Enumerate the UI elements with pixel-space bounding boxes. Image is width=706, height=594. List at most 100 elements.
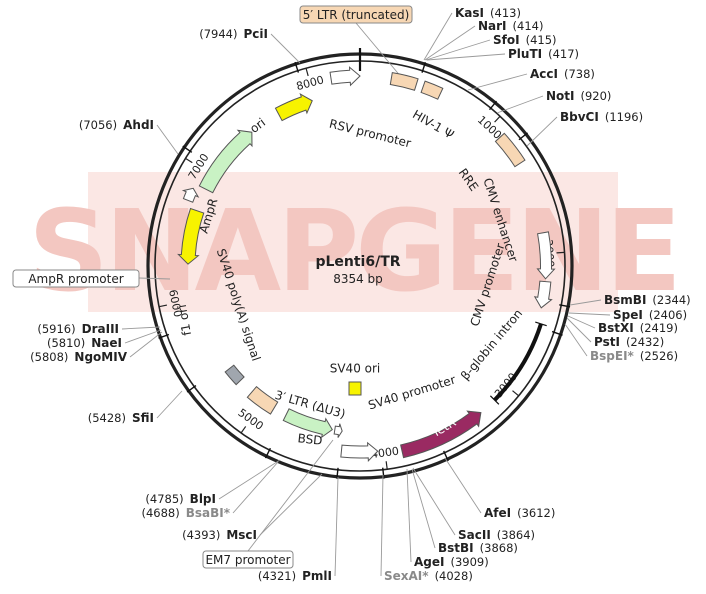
site-leader <box>218 459 281 500</box>
feature-f1ori <box>177 207 205 265</box>
site-position: (738) <box>564 67 595 81</box>
site-label: (5808)NgoMIV <box>30 350 128 364</box>
site-label: SpeI(2406) <box>613 308 687 322</box>
tick-label: 6000 <box>166 288 184 318</box>
site-position: (417) <box>548 47 579 61</box>
site-tick <box>518 132 529 141</box>
site-position: (3868) <box>480 541 518 555</box>
tick-mark <box>385 461 388 470</box>
site-leader <box>259 473 323 536</box>
site-label: (7056)AhdI <box>79 118 154 132</box>
site-leader <box>567 315 596 329</box>
feature-label-rsv: RSV promoter <box>328 117 413 151</box>
site-position: (7056) <box>79 118 117 132</box>
site-position: (2419) <box>640 321 678 335</box>
site-name: AccI <box>530 67 558 81</box>
site-leader <box>334 476 339 577</box>
site-position: (3909) <box>450 555 488 569</box>
site-leader <box>124 329 162 344</box>
site-position: (413) <box>490 6 521 20</box>
site-leader <box>568 312 611 316</box>
site-position: (2526) <box>640 349 678 363</box>
feature-label-bsd: BSD <box>297 431 323 448</box>
feature-em7 <box>333 423 343 438</box>
site-leader <box>406 468 412 563</box>
site-tick <box>382 467 385 479</box>
feature-bsd <box>282 408 333 439</box>
site-leader <box>564 323 588 357</box>
site-leader <box>129 331 163 358</box>
site-label: (4321)PmlI <box>258 569 332 583</box>
feature-hiv <box>420 80 444 100</box>
site-name: NaeI <box>91 336 122 350</box>
feature-label-sv40_ori: SV40 ori <box>330 362 381 376</box>
site-label: BspEI*(2526) <box>590 349 678 363</box>
watermark-text: SNAPGENE <box>28 187 678 317</box>
feature-box-label-ltr5: 5′ LTR (truncated) <box>303 8 410 22</box>
tick-mark <box>512 390 520 397</box>
site-position: (3612) <box>517 506 555 520</box>
site-name: BstXI <box>598 321 634 335</box>
site-label: NarI(414) <box>478 19 543 33</box>
site-label: SfoI(415) <box>493 33 557 47</box>
site-name: SacII <box>458 528 491 542</box>
watermark-band <box>88 172 618 312</box>
site-position: (4321) <box>258 569 296 583</box>
site-name: KasI <box>455 6 484 20</box>
site-leader <box>412 467 456 536</box>
site-position: (5808) <box>30 350 68 364</box>
feature-ampr <box>198 129 253 194</box>
site-position: (2406) <box>649 308 687 322</box>
site-position: (4393) <box>182 528 220 542</box>
site-name: SfiI <box>132 411 154 425</box>
site-tick <box>488 100 498 111</box>
site-leader <box>444 457 482 514</box>
watermark: SNAPGENE <box>28 172 682 317</box>
site-name: PluTI <box>508 47 542 61</box>
site-leader <box>424 25 476 61</box>
site-leader <box>467 73 528 91</box>
site-tick <box>182 145 193 153</box>
feature-ampr_prom <box>181 187 200 203</box>
site-label: SexAI* (4028) <box>384 569 473 583</box>
feature-ltr3 <box>246 385 279 415</box>
site-name: AfeI <box>484 506 511 520</box>
tick-mark <box>158 304 168 308</box>
tick-mark <box>305 68 309 77</box>
site-label: BsmBI(2344) <box>604 293 691 307</box>
site-label: PstI(2432) <box>594 335 664 349</box>
site-layer: KasI (413)NarI(414)SfoI(415)PluTI (417) Acc… <box>30 6 690 583</box>
site-tick <box>559 304 571 308</box>
site-label: SacII(3864) <box>458 528 535 542</box>
site-name: DraIII <box>82 322 119 336</box>
site-label: (5810)NaeI <box>47 336 122 350</box>
site-leader <box>156 124 179 155</box>
site-label: (5916)DraIII <box>37 322 119 336</box>
leader-line <box>138 277 171 280</box>
site-leader <box>526 116 558 147</box>
site-name: BbvCI <box>560 110 599 124</box>
site-leader <box>121 326 161 330</box>
site-name: SexAI* <box>384 569 429 583</box>
site-tick <box>158 333 170 339</box>
feature-sv40_prom <box>340 441 379 463</box>
tick-label: 8000 <box>295 73 325 93</box>
feature-box-label-em7: EM7 promoter <box>205 553 290 567</box>
feature-rsv <box>329 66 361 87</box>
site-position: (1196) <box>605 110 643 124</box>
site-position: (4028) <box>435 569 473 583</box>
site-leader <box>426 53 506 61</box>
site-position: (920) <box>581 89 612 103</box>
feature-box-em7 <box>202 550 294 569</box>
site-name: SfoI <box>493 33 520 47</box>
feature-ltr5 <box>389 72 419 91</box>
site-name: PstI <box>594 335 620 349</box>
tick-mark <box>556 251 565 254</box>
site-label: BbvCI (1196) <box>560 110 643 124</box>
site-label: (4393)MscI <box>182 528 257 542</box>
site-leader <box>270 33 301 64</box>
site-tick <box>264 447 272 459</box>
site-tick <box>443 450 449 462</box>
feature-sv40_ori <box>348 381 362 396</box>
